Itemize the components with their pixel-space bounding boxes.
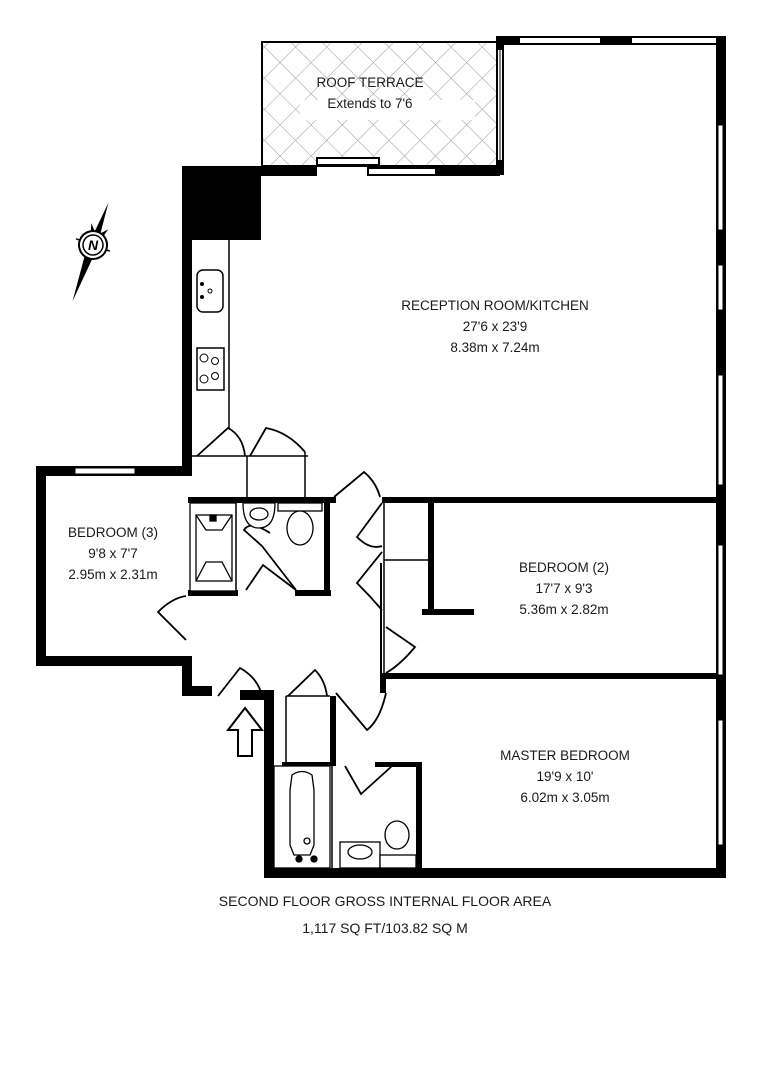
master-bedroom-metric: 6.02m x 3.05m <box>520 790 609 805</box>
floor-area-title: SECOND FLOOR GROSS INTERNAL FLOOR AREA <box>219 893 552 909</box>
master-bedroom-imperial: 19'9 x 10' <box>537 769 594 784</box>
reception-label: RECEPTION ROOM/KITCHEN 27'6 x 23'9 8.38m… <box>401 298 589 355</box>
ensuite-basin-icon <box>339 841 381 869</box>
roof-terrace-note: Extends to 7'6 <box>327 96 412 111</box>
north-compass-icon: N <box>72 202 111 302</box>
bedroom2-metric: 5.36m x 2.82m <box>519 602 608 617</box>
bedroom3-name: BEDROOM (3) <box>68 525 158 540</box>
interior-walls <box>188 497 718 872</box>
fixtures-lines <box>192 240 428 766</box>
floor-area-value: 1,117 SQ FT/103.82 SQ M <box>302 920 467 936</box>
bedroom3-metric: 2.95m x 2.31m <box>68 567 157 582</box>
reception-name: RECEPTION ROOM/KITCHEN <box>401 298 589 313</box>
floor-area-caption: SECOND FLOOR GROSS INTERNAL FLOOR AREA 1… <box>219 893 552 936</box>
roof-terrace-label: ROOF TERRACE Extends to 7'6 <box>316 75 423 111</box>
ensuite-toilet-icon <box>379 820 417 869</box>
toilet-icon <box>277 502 323 546</box>
bedroom2-imperial: 17'7 x 9'3 <box>536 581 593 596</box>
bedroom2-name: BEDROOM (2) <box>519 560 609 575</box>
bathtub-icon <box>189 502 237 592</box>
hob-icon <box>196 347 225 391</box>
compass-label: N <box>88 237 99 253</box>
shower-tray-icon <box>273 765 331 869</box>
bedroom3-imperial: 9'8 x 7'7 <box>88 546 137 561</box>
kitchen-sink-icon <box>196 269 224 313</box>
roof-terrace <box>261 41 501 167</box>
door-swings <box>156 426 417 796</box>
basin-icon <box>242 502 276 529</box>
master-bedroom-name: MASTER BEDROOM <box>500 748 630 763</box>
bedroom2-label: BEDROOM (2) 17'7 x 9'3 5.36m x 2.82m <box>519 560 609 617</box>
bedroom3-label: BEDROOM (3) 9'8 x 7'7 2.95m x 2.31m <box>68 525 158 582</box>
outer-walls <box>36 36 726 878</box>
entrance-arrow-icon <box>225 706 265 757</box>
reception-imperial: 27'6 x 23'9 <box>463 319 527 334</box>
master-bedroom-label: MASTER BEDROOM 19'9 x 10' 6.02m x 3.05m <box>500 748 630 805</box>
reception-metric: 8.38m x 7.24m <box>450 340 539 355</box>
roof-terrace-name: ROOF TERRACE <box>316 75 423 90</box>
